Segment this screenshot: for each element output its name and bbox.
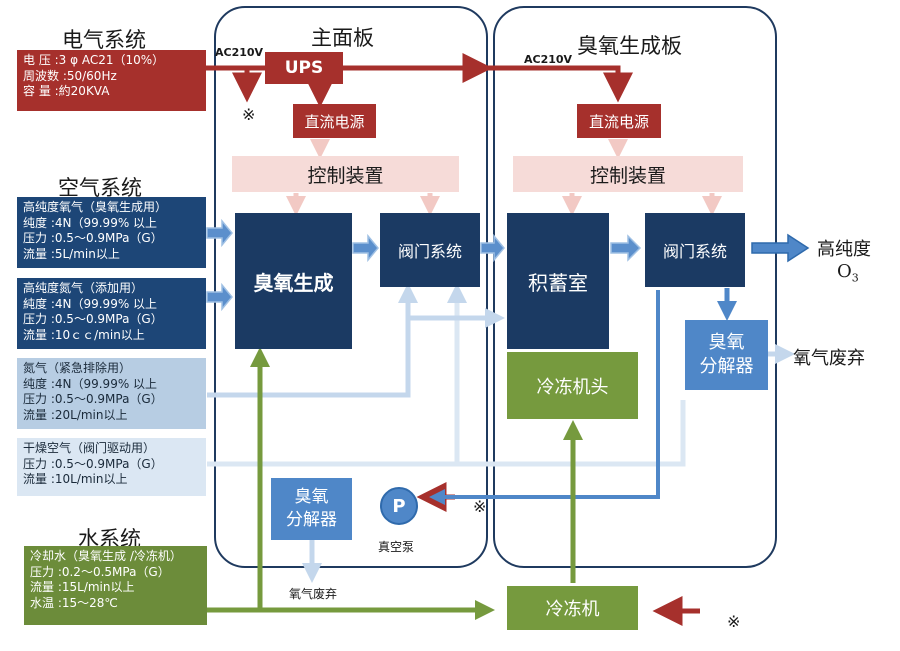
- air-system-title: 空气系统: [58, 176, 142, 200]
- electric-spec-box: 电 压 :3 φ AC21（10%） 周波数 :50/60Hz 容 量 :約20…: [17, 50, 206, 111]
- nitrogen-add-spec-box: 高纯度氮气（添加用） 純度 :4N（99.99% 以上 压力 :0.5～0.9M…: [17, 278, 206, 349]
- ac-voltage-label-main: AC210V: [215, 46, 264, 59]
- control-device-main: 控制装置: [232, 156, 459, 192]
- spec-line: 氮气（紧急排除用）: [23, 361, 132, 375]
- main-panel-title: 主面板: [311, 26, 374, 50]
- spec-line: 高纯度氧气（臭氧生成用）: [23, 200, 168, 214]
- spec-line: 压力 :0.2～0.5MPa（G）: [30, 564, 170, 579]
- spec-line: 电 压 :3 φ AC21（10%）: [23, 53, 165, 67]
- dry-air-spec-box: 干燥空气（阀门驱动用） 压力 :0.5～0.9MPa（G） 流量 :10L/mi…: [17, 438, 206, 496]
- ozone-decomposer-box-right: 臭氧 分解器: [685, 320, 768, 390]
- decomposer-label-line: 臭氧: [294, 487, 329, 507]
- decomposer-label-line: 分解器: [286, 510, 337, 530]
- chiller-box: 冷冻机: [507, 586, 638, 630]
- reference-mark: ※: [473, 497, 487, 516]
- ups-box: UPS: [265, 52, 343, 84]
- spec-line: 流量 :5L/min以上: [23, 246, 120, 261]
- output-label-high-purity: 高纯度: [817, 239, 871, 260]
- accumulator-box: 积蓄室: [507, 213, 609, 349]
- reference-mark: ※: [727, 612, 741, 631]
- spec-line: 冷却水（臭氧生成 /冷冻机）: [30, 549, 182, 563]
- decomposer-label-line: 分解器: [699, 356, 754, 377]
- decomposer-label-line: 臭氧: [708, 332, 745, 353]
- output-label-o3: O3: [837, 261, 859, 285]
- dc-power-box-ozone: 直流电源: [577, 104, 661, 138]
- spec-line: 周波数 :50/60Hz: [23, 68, 117, 83]
- spec-line: 流量 :10L/min以上: [23, 472, 128, 486]
- ozone-generator-box: 臭氧生成: [235, 213, 352, 349]
- dc-power-box-main: 直流电源: [293, 104, 376, 138]
- vacuum-pump-label: 真空泵: [378, 540, 415, 554]
- spec-line: 纯度 :4N（99.99% 以上: [23, 376, 158, 391]
- spec-line: 高纯度氮气（添加用）: [23, 281, 144, 295]
- spec-line: 压力 :0.5～0.9MPa（G）: [23, 456, 163, 471]
- spec-line: 压力 :0.5～0.9MPa（G）: [23, 231, 163, 245]
- oxygen-gen-spec-box: 高纯度氧气（臭氧生成用） 纯度 :4N（99.99% 以上 压力 :0.5～0.…: [17, 197, 206, 268]
- o3-symbol: O: [837, 261, 852, 282]
- vacuum-pump-icon: P: [392, 495, 406, 517]
- valve-system-box-main: 阀门系统: [380, 213, 480, 287]
- spec-line: 干燥空气（阀门驱动用）: [23, 441, 156, 455]
- spec-line: 流量 :15L/min以上: [30, 580, 135, 594]
- chiller-head-box: 冷冻机头: [507, 352, 638, 419]
- reference-mark: ※: [242, 105, 256, 124]
- ac-voltage-label-ozone: AC210V: [524, 53, 573, 66]
- cooling-water-spec-box: 冷却水（臭氧生成 /冷冻机） 压力 :0.2～0.5MPa（G） 流量 :15L…: [24, 546, 207, 625]
- nitrogen-purge-spec-box: 氮气（紧急排除用） 纯度 :4N（99.99% 以上 压力 :0.5～0.9MP…: [17, 358, 206, 429]
- spec-line: 纯度 :4N（99.99% 以上: [23, 215, 158, 230]
- spec-line: 流量 :10ｃｃ/min以上: [23, 327, 145, 342]
- spec-line: 流量 :20L/min以上: [23, 407, 128, 422]
- spec-line: 压力 :0.5～0.9MPa（G）: [23, 312, 163, 326]
- o3-subscript: 3: [851, 271, 859, 285]
- oxygen-waste-label-bottom: 氧气废弃: [289, 587, 338, 601]
- ozone-decomposer-box-bottom: 臭氧 分解器: [271, 478, 352, 540]
- spec-line: 純度 :4N（99.99% 以上: [23, 296, 158, 311]
- valve-system-box-ozone: 阀门系统: [645, 213, 745, 287]
- spec-line: 容 量 :約20KVA: [23, 84, 110, 98]
- spec-line: 压力 :0.5～0.9MPa（G）: [23, 392, 163, 406]
- electric-system-title: 电气系统: [62, 28, 146, 52]
- ozone-panel-title: 臭氧生成板: [577, 34, 682, 58]
- oxygen-waste-label-right: 氧气废弃: [793, 348, 865, 369]
- control-device-ozone: 控制装置: [513, 156, 743, 192]
- spec-line: 水温 :15～28℃: [30, 595, 118, 610]
